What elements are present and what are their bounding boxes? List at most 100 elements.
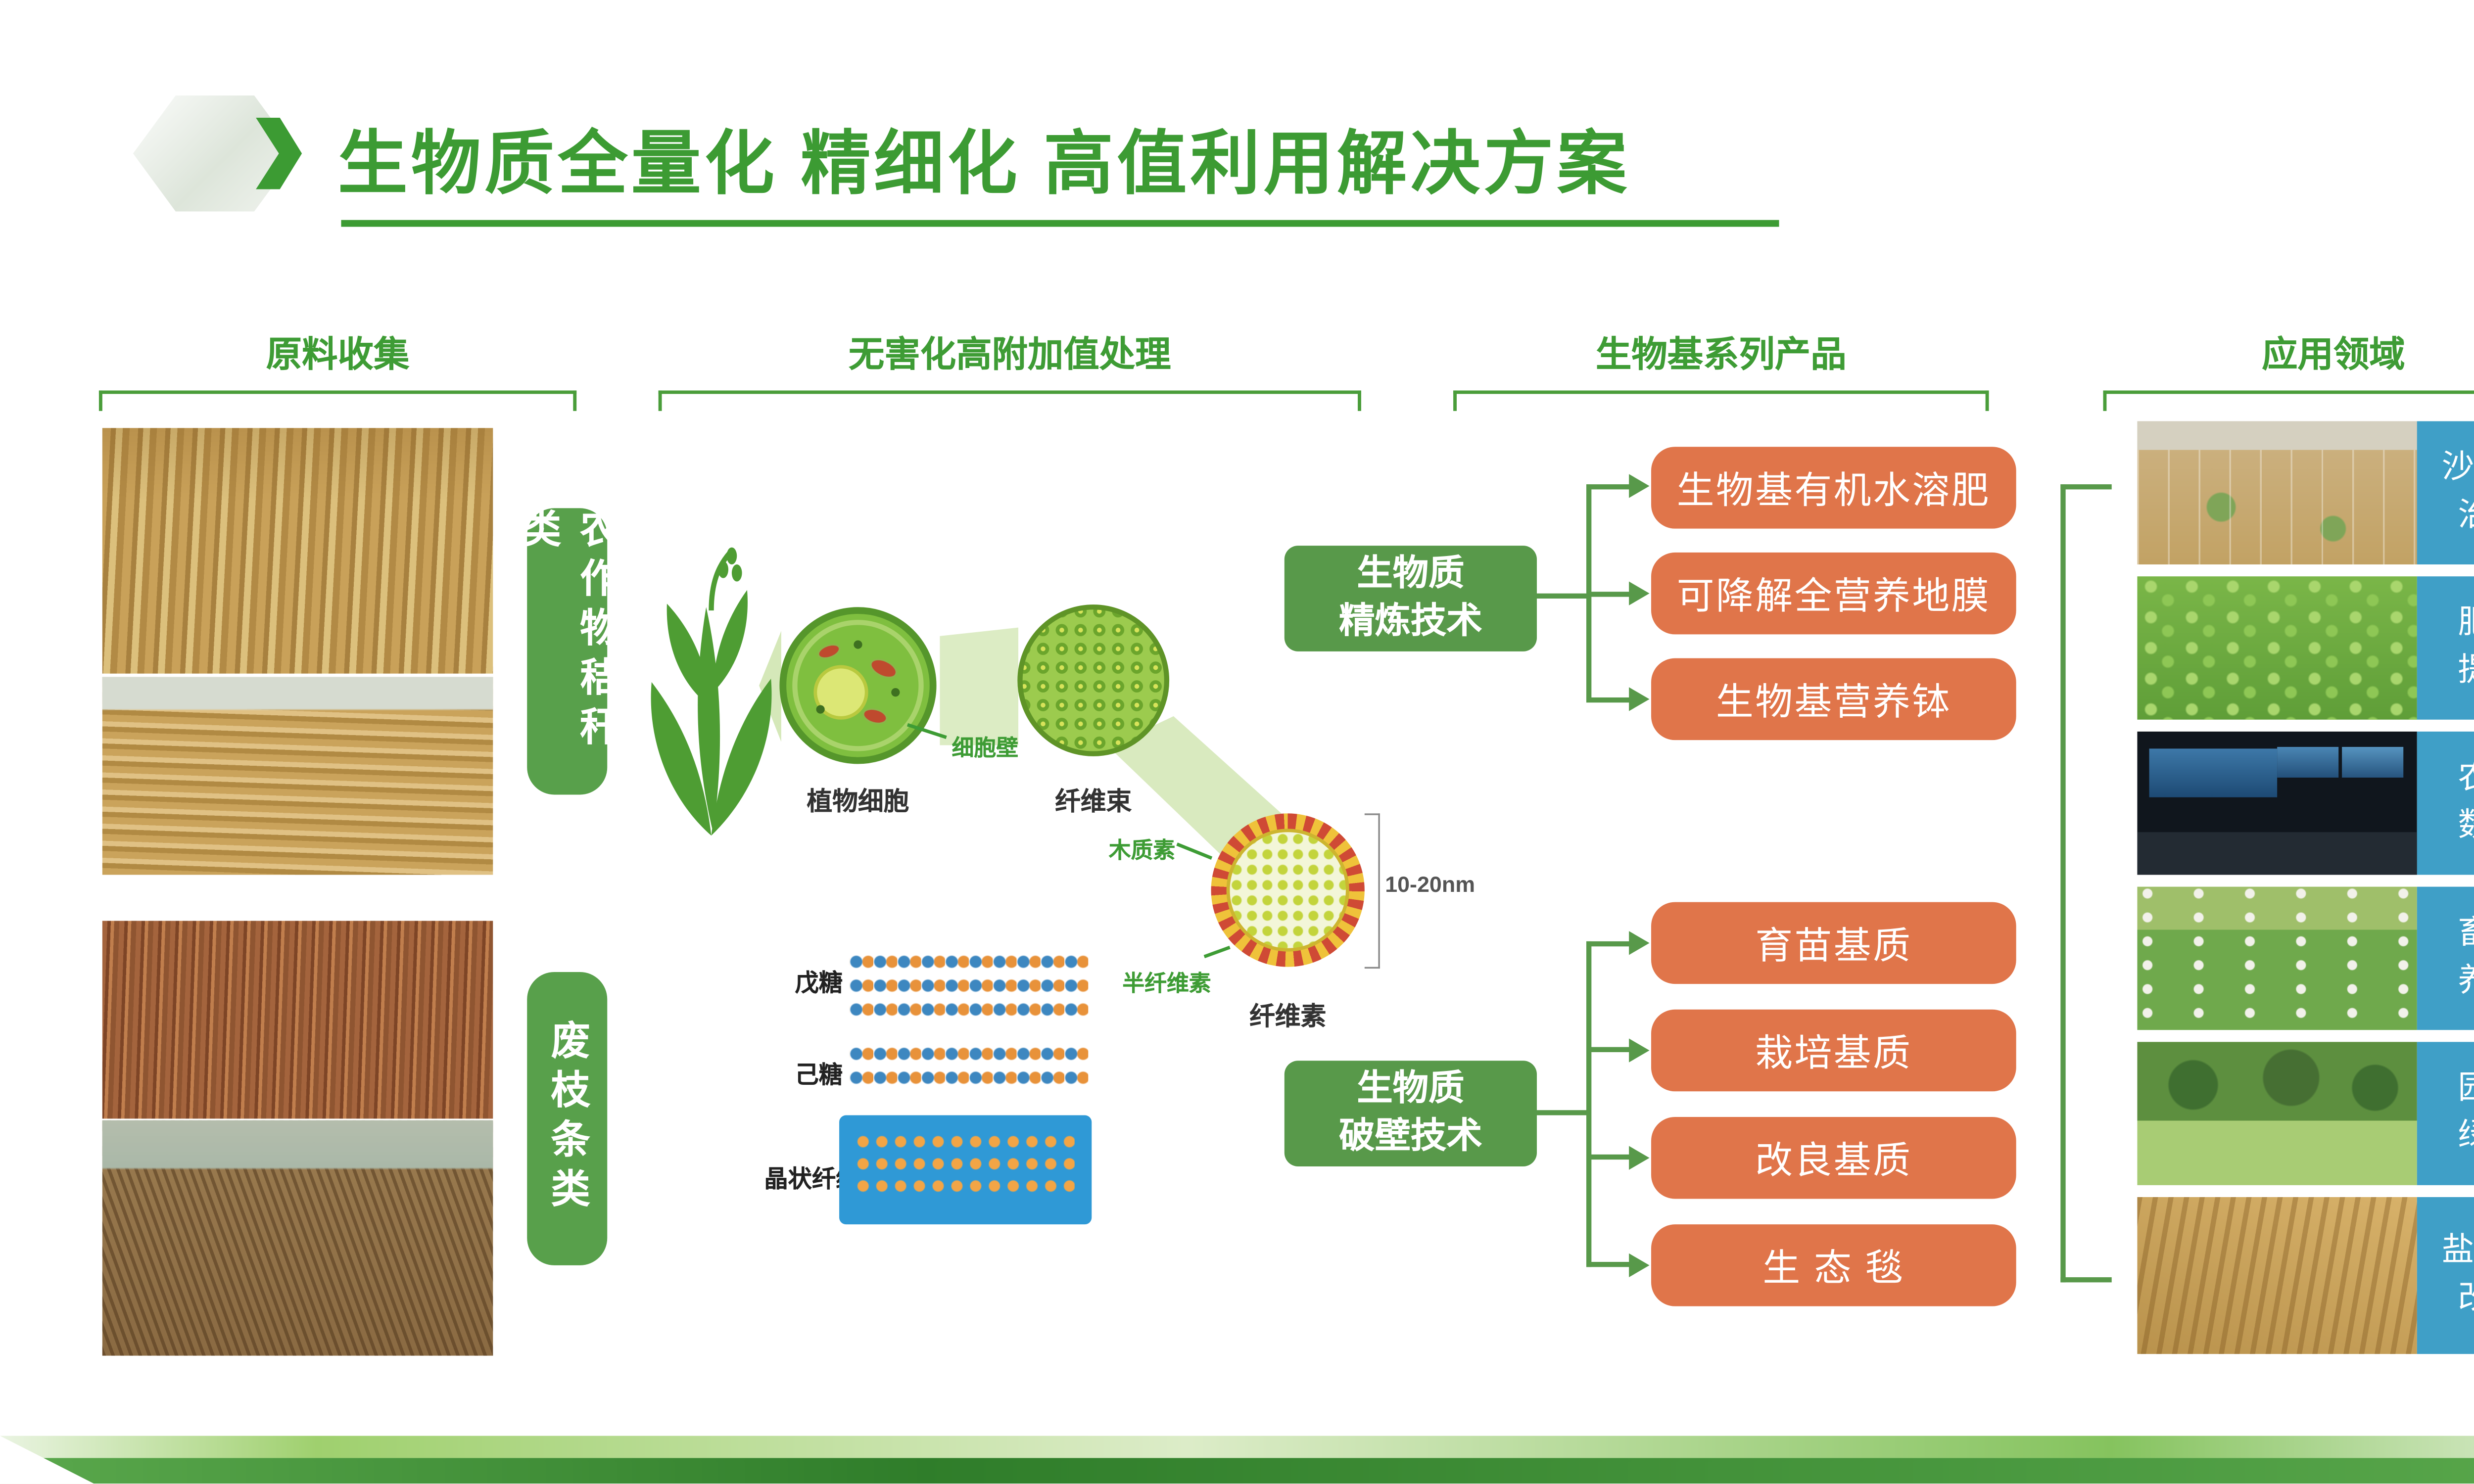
application-label: 园林 绿化 [2458, 1065, 2474, 1162]
bottom-band-light [0, 1436, 2474, 1458]
connector-branch [1586, 941, 1631, 947]
photo-pruned-branches [102, 1120, 493, 1356]
section-bracket [658, 390, 1361, 411]
photo-red-branches [102, 921, 493, 1119]
application-label: 农业 数据 [2458, 754, 2474, 851]
bottom-band-dark [0, 1458, 2474, 1484]
sugar-chain-row [849, 1045, 1089, 1063]
connector-trunk [1586, 941, 1592, 1267]
sugar-chain-row [849, 953, 1089, 971]
section-bracket [1453, 390, 1989, 411]
section-title-processing: 无害化高附加值处理 [849, 336, 1171, 375]
product-improvement-substrate: 改良基质 [1651, 1116, 2016, 1199]
diameter-label: 10-20nm [1385, 871, 1475, 897]
application-label-box: 沙漠化 治理 [2417, 421, 2474, 565]
connector-branch [1586, 592, 1631, 597]
connector-branch [1586, 697, 1631, 703]
cellulose-label: 纤维素 [1249, 1003, 1327, 1032]
product-ecological-blanket: 生 态 毯 [1651, 1224, 2016, 1306]
photo-straw-bales [102, 677, 493, 875]
application-photo-livestock [2137, 886, 2417, 1030]
product-nutrient-pot: 生物基营养钵 [1651, 658, 2016, 741]
category-waste-branches: 废枝条类 [527, 972, 608, 1265]
application-row: 沙漠化 治理 [2137, 421, 2474, 565]
application-photo-desertification [2137, 421, 2417, 565]
application-label-box: 肥力 提升 [2417, 576, 2474, 720]
connector-branch [1586, 1154, 1631, 1160]
page-title: 生物质全量化 精细化 高值利用解决方案 [337, 124, 1630, 203]
connector-line [1537, 593, 1586, 599]
application-label: 畜牧 养殖 [2458, 910, 2474, 1007]
application-label: 盐碱地 改良 [2441, 1232, 2474, 1317]
connector-branch [1586, 484, 1631, 490]
refining-technology-label: 生物质 精炼技术 [1339, 554, 1482, 642]
application-label-box: 园林 绿化 [2417, 1042, 2474, 1185]
arrow-right-icon [1629, 581, 1650, 605]
section-bracket [2103, 390, 2474, 411]
product-cultivation-substrate: 栽培基质 [1651, 1009, 2016, 1092]
microfibril-core [1226, 829, 1349, 952]
breaking-technology-box: 生物质 破壁技术 [1284, 1061, 1537, 1166]
product-label: 育苗基质 [1755, 924, 1912, 967]
cellulose-chain-row [856, 1134, 1075, 1150]
cellulose-microfibril-illustration [1211, 813, 1365, 967]
photo-corn-stalks [102, 428, 493, 674]
sugar-chain-row [849, 977, 1089, 994]
product-label: 生物基有机水溶肥 [1676, 469, 1991, 512]
section-header-processing: 无害化高附加值处理 [658, 327, 1361, 411]
product-seedling-substrate: 育苗基质 [1651, 902, 2016, 984]
cellulose-chain-row [856, 1156, 1075, 1172]
fiber-bundle-label: 纤维束 [1055, 788, 1132, 817]
application-label: 肥力 提升 [2458, 600, 2474, 696]
pentose-label: 戊糖 [795, 969, 843, 996]
arrow-right-icon [1629, 474, 1650, 498]
plant-illustration [651, 547, 772, 836]
application-row: 农业 数据 [2137, 731, 2474, 875]
refining-technology-box: 生物质 精炼技术 [1284, 546, 1537, 651]
product-label: 栽培基质 [1755, 1031, 1912, 1074]
product-label: 改良基质 [1755, 1139, 1912, 1182]
cell-wall-label: 细胞壁 [952, 735, 1019, 761]
hexose-label: 己糖 [795, 1061, 843, 1088]
hemicellulose-label: 半纤维素 [1122, 970, 1211, 996]
application-photo-saline-soil [2137, 1197, 2417, 1354]
sugar-chain-row [849, 1001, 1089, 1019]
category-label: 废枝条类 [545, 1020, 590, 1218]
application-label-box: 盐碱地 改良 [2417, 1197, 2474, 1354]
breaking-technology-label: 生物质 破壁技术 [1339, 1068, 1482, 1157]
section-title-collection: 原料收集 [266, 336, 410, 375]
lignin-label: 木质素 [1108, 837, 1176, 863]
fiber-bundle-illustration [1017, 604, 1170, 756]
connector-branch [1586, 1262, 1631, 1267]
arrow-right-icon [1629, 1253, 1650, 1278]
category-label: 农作物秸秆类 [516, 508, 618, 756]
hexose-chain-diagram [849, 1045, 1089, 1093]
hemicellulose-pointer [1203, 945, 1231, 959]
hexagon-decoration [133, 95, 297, 212]
plant-cell-illustration [779, 607, 937, 764]
title-underline [341, 220, 1779, 227]
section-bracket [98, 390, 577, 411]
application-photo-landscaping [2137, 1042, 2417, 1185]
application-label: 沙漠化 治理 [2441, 449, 2474, 534]
product-label: 可降解全营养地膜 [1676, 574, 1991, 617]
connector-line [1537, 1110, 1586, 1115]
plant-cell-label: 植物细胞 [807, 788, 909, 817]
application-row: 园林 绿化 [2137, 1042, 2474, 1185]
application-row: 畜牧 养殖 [2137, 886, 2474, 1030]
arrow-right-icon [1629, 931, 1650, 955]
application-label-box: 农业 数据 [2417, 731, 2474, 875]
category-crop-straw: 农作物秸秆类 [516, 508, 618, 795]
product-label: 生 态 毯 [1762, 1246, 1905, 1290]
connector-branch [1586, 1047, 1631, 1052]
cellulose-chain-row [856, 1178, 1075, 1194]
arrow-right-icon [1629, 1146, 1650, 1170]
product-degradable-mulch-film: 可降解全营养地膜 [1651, 552, 2016, 635]
section-header-applications: 应用领域 [2103, 327, 2474, 411]
application-photo-agri-data [2137, 731, 2417, 875]
product-label: 生物基营养钵 [1715, 680, 1951, 723]
sugar-chain-row [849, 1069, 1089, 1086]
arrow-right-icon [1629, 1038, 1650, 1063]
application-row: 盐碱地 改良 [2137, 1197, 2474, 1354]
